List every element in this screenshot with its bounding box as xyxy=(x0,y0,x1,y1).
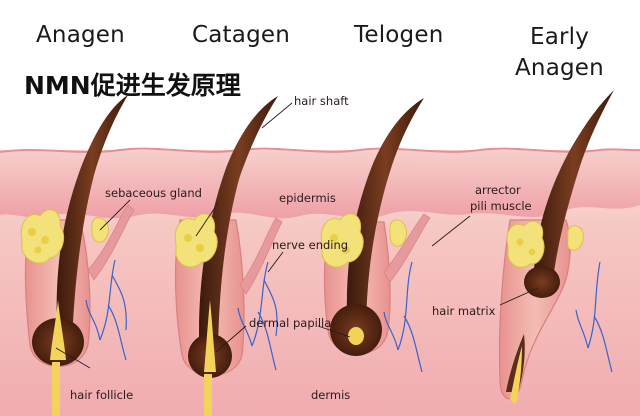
leader-hair-shaft xyxy=(261,102,293,129)
label-hair-follicle: hair follicle xyxy=(70,388,134,402)
leader-arrector xyxy=(431,215,471,247)
label-epidermis: epidermis xyxy=(279,191,336,205)
gland-lobe xyxy=(342,246,350,254)
sebaceous-gland-small-early-anagen xyxy=(567,225,584,251)
gland-lobe xyxy=(184,234,192,242)
label-hair-matrix: hair matrix xyxy=(432,304,496,318)
papilla-stem-anagen xyxy=(52,362,60,416)
stage-title-early: Early xyxy=(530,24,590,50)
label-dermis: dermis xyxy=(311,388,351,402)
follicle-catagen xyxy=(174,96,283,416)
overlay-title: NMN促进生发原理 xyxy=(24,71,241,100)
sebaceous-gland-catagen xyxy=(174,213,218,268)
label-nerve-ending: nerve ending xyxy=(272,238,349,252)
gland-lobe xyxy=(41,236,49,244)
label-pili-muscle: pili muscle xyxy=(470,199,532,213)
dermal-papilla-catagen xyxy=(204,300,216,372)
nerve-catagen xyxy=(237,261,278,371)
hair-shaft-early-anagen xyxy=(533,90,614,288)
new-papilla xyxy=(510,346,522,404)
gland-lobe xyxy=(34,246,42,254)
arrector-muscle-anagen xyxy=(87,204,135,281)
nerve-telogen xyxy=(383,261,423,373)
gland-lobe xyxy=(528,248,536,256)
leader-hair-follicle xyxy=(55,347,91,369)
gland-lobe xyxy=(28,228,36,236)
leader-sebaceous-2 xyxy=(195,202,219,237)
leader-lines xyxy=(55,102,539,369)
follicle-telogen xyxy=(320,98,431,373)
arrector-muscle-telogen xyxy=(383,213,431,283)
gland-lobe xyxy=(196,244,204,252)
label-dermal-papilla: dermal papilla xyxy=(249,316,332,330)
leader-sebaceous-1 xyxy=(99,199,131,231)
sebaceous-gland-early-anagen xyxy=(506,220,545,268)
stage-title-telogen: Telogen xyxy=(354,22,444,48)
label-arrector: arrector xyxy=(475,183,521,197)
leader-dermal-papilla-1 xyxy=(215,325,247,353)
follicle-anagen xyxy=(20,95,135,416)
leader-hair-matrix xyxy=(499,287,539,306)
leader-nerve-ending xyxy=(267,251,284,273)
hair-bulb-early-anagen xyxy=(524,266,560,298)
stage-title-anagen: Anagen xyxy=(36,22,125,48)
follicle-early-anagen xyxy=(498,90,614,404)
stage-title-early-anagen: Anagen xyxy=(515,55,604,81)
skin-ridges xyxy=(0,163,640,169)
dermal-papilla-telogen xyxy=(348,327,364,345)
sebaceous-gland-anagen xyxy=(20,209,65,264)
hair-shaft-telogen xyxy=(346,98,424,336)
label-sebaceous-gland: sebaceous gland xyxy=(105,186,202,200)
gland-lobe xyxy=(330,234,338,242)
leader-dermal-papilla-2 xyxy=(317,325,351,338)
nerve-early-anagen xyxy=(575,261,613,373)
dermal-papilla-anagen xyxy=(50,300,66,360)
hair-shaft-anagen xyxy=(56,95,128,345)
label-hair-shaft: hair shaft xyxy=(294,94,349,108)
stage-title-catagen: Catagen xyxy=(192,22,290,48)
sebaceous-gland-small-telogen xyxy=(389,219,407,247)
arrector-muscle-catagen xyxy=(239,217,283,295)
nerve-anagen xyxy=(85,259,127,361)
gland-lobe xyxy=(516,238,524,246)
papilla-stem-catagen xyxy=(204,374,212,416)
hair-shaft-catagen xyxy=(199,96,278,362)
sebaceous-gland-telogen xyxy=(320,213,364,268)
